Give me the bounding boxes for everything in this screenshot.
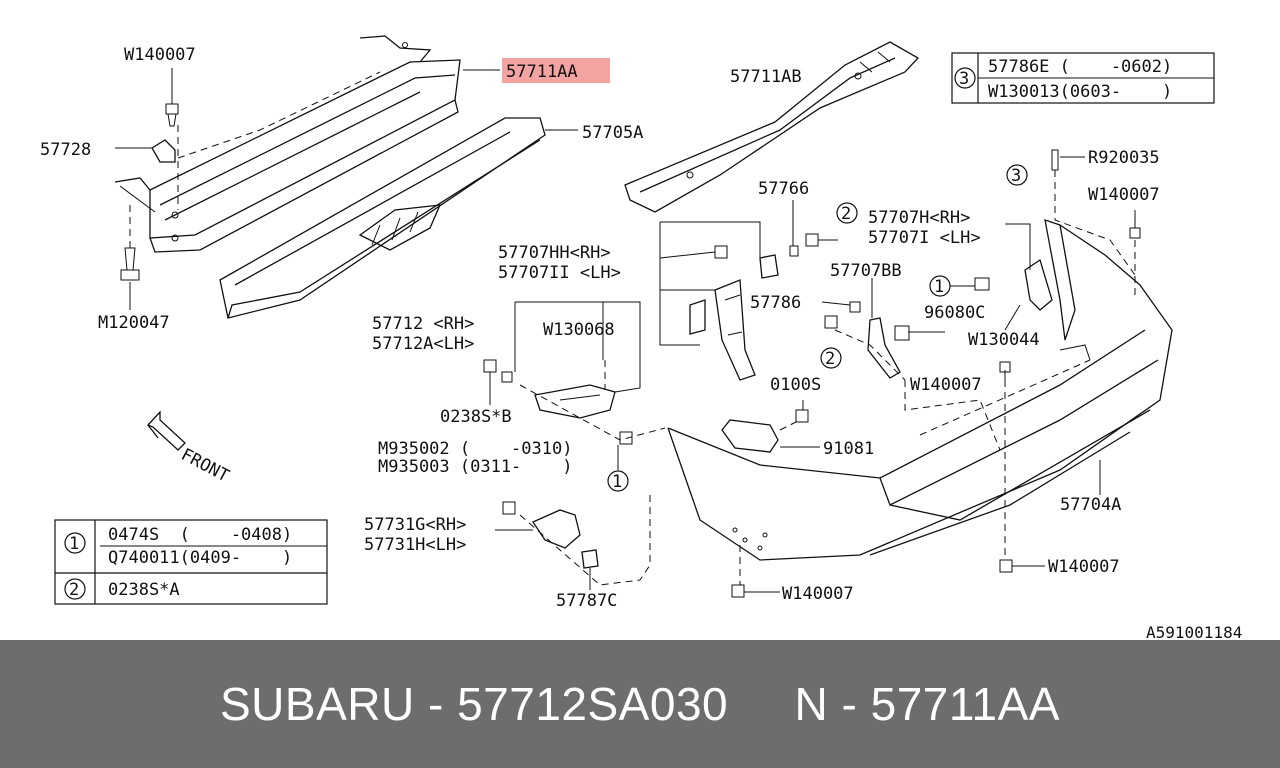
label-57728: 57728: [40, 140, 91, 160]
label-m935003: M935003 (0311- ): [378, 457, 572, 477]
label-r920035: R920035: [1088, 148, 1160, 168]
footer-bar: SUBARU - 57712SA030 N - 57711AA: [0, 640, 1280, 768]
label-57731h: 57731H<LH>: [364, 535, 466, 555]
legend-table-1-2: 1 0474S ( -0408) Q740011(0409- ) 2 0238S…: [54, 519, 328, 605]
label-57711ab: 57711AB: [730, 67, 802, 87]
label-w130068: W130068: [543, 320, 615, 340]
label-57712: 57712 <RH>: [372, 314, 474, 334]
callout-1b: 1: [612, 472, 622, 492]
absorber-57705a: [219, 117, 546, 319]
fasteners-misc: [483, 149, 1141, 598]
label-57766: 57766: [758, 179, 809, 199]
label-57787c: 57787C: [556, 591, 617, 611]
label-57731g: 57731G<RH>: [364, 515, 466, 535]
side-bracket-57707hh: [689, 279, 756, 381]
label-57707bb: 57707BB: [830, 261, 902, 281]
legend-3-row2: W130013(0603- ): [988, 82, 1172, 102]
label-m935002: M935002 ( -0310): [378, 439, 572, 459]
label-57711aa: 57711AA: [506, 62, 578, 82]
label-m120047: M120047: [98, 313, 170, 333]
clip-57766: [759, 254, 779, 279]
legend-2-num: 2: [69, 580, 79, 600]
label-0100s: 0100S: [770, 375, 821, 395]
fastener-m120047: [120, 247, 140, 281]
legend-table-3: 3 57786E ( -0602) W130013(0603- ): [951, 52, 1215, 104]
front-label: FRONT: [178, 445, 233, 487]
label-57707hh: 57707HH<RH>: [498, 243, 611, 263]
bracket-57707h: [1024, 219, 1076, 341]
callout-3: 3: [1011, 166, 1021, 186]
label-57786: 57786: [750, 293, 801, 313]
reflector-91081: [721, 419, 779, 453]
callout-1a: 1: [934, 277, 944, 297]
label-ref-code: A591001184: [1146, 623, 1242, 640]
highlight-57711aa: [502, 58, 610, 83]
label-w140007-lowright: W140007: [1048, 557, 1120, 577]
label-57707h: 57707H<RH>: [868, 208, 970, 228]
legend-2-row1: 0238S*A: [108, 580, 180, 600]
leader-lines: [115, 68, 1136, 593]
legend-3-row1: 57786E ( -0602): [988, 57, 1172, 77]
bumper-cover-57704a: [667, 224, 1173, 561]
legend-1-row1: 0474S ( -0408): [108, 525, 292, 545]
parts-diagram: FRONT 3 2 1 2 1 W140007 57711AA 57728 57…: [40, 35, 1242, 640]
label-w140007-mid: W140007: [910, 375, 982, 395]
label-w140007-right: W140007: [1088, 185, 1160, 205]
assembly-lines: [129, 71, 1136, 586]
bracket-57712: [534, 384, 616, 419]
label-57704a: 57704A: [1060, 495, 1121, 515]
legend-1-num: 1: [69, 534, 79, 554]
callout-2a: 2: [841, 204, 851, 224]
label-w140007-bottom: W140007: [782, 584, 854, 604]
label-w140007-top: W140007: [124, 45, 196, 65]
clip-57728: [151, 139, 176, 163]
label-w130044: W130044: [968, 330, 1040, 350]
callout-2b: 2: [825, 349, 835, 369]
footer-part-numbers: SUBARU - 57712SA030 N - 57711AA: [220, 678, 1060, 730]
label-96080c: 96080C: [924, 303, 985, 323]
label-57705a: 57705A: [582, 123, 643, 143]
label-91081: 91081: [823, 439, 874, 459]
part-labels: W140007 57711AA 57728 57705A M120047 577…: [40, 45, 1242, 640]
legend-3-num: 3: [959, 69, 969, 89]
callout-circles: 3 2 1 2 1: [607, 164, 1028, 492]
fastener-w140007-top: [165, 103, 179, 127]
frame-57711ab: [624, 41, 920, 213]
label-57707ii: 57707II <LH>: [498, 263, 621, 283]
bracket-57731g: [532, 509, 599, 569]
front-arrow-icon: [146, 410, 186, 451]
label-0238s-b: 0238S*B: [440, 407, 512, 427]
label-57712a: 57712A<LH>: [372, 334, 474, 354]
reinforcement-beam-57711aa: [114, 35, 461, 253]
bracket-57707bb: [867, 317, 901, 379]
legend-1-row2: Q740011(0409- ): [108, 548, 292, 568]
label-57707i: 57707I <LH>: [868, 228, 981, 248]
